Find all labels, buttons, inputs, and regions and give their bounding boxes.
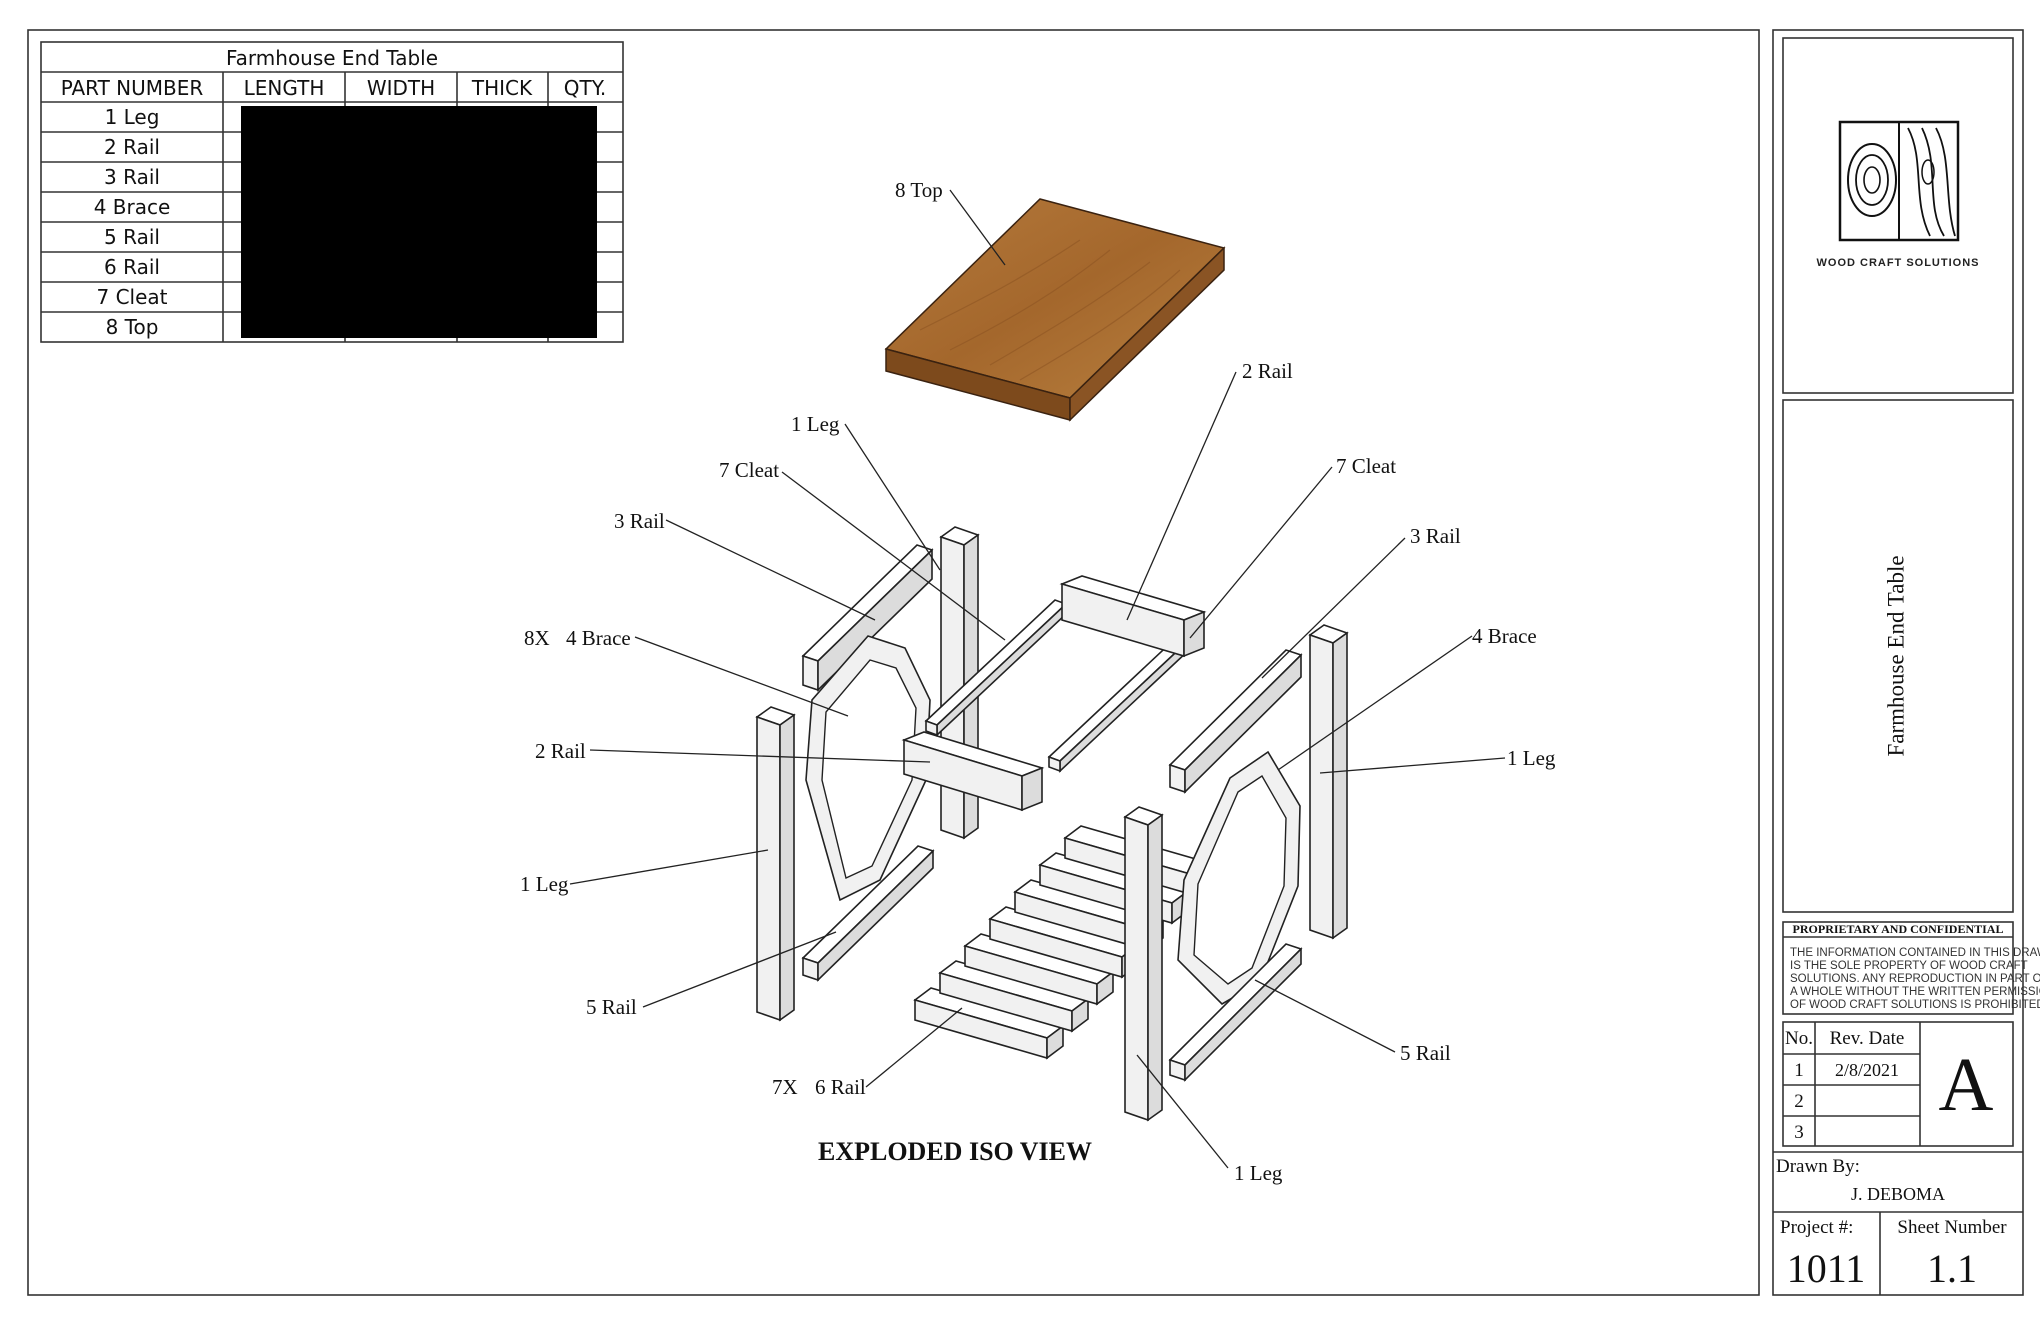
proprietary-line: THE INFORMATION CONTAINED IN THIS DRAWIN… (1790, 947, 2040, 959)
sheet-number: 1.1 (1927, 1246, 1977, 1291)
callout-1-leg-right: 1 Leg (1507, 746, 1556, 770)
proprietary-heading: PROPRIETARY AND CONFIDENTIAL (1793, 922, 2004, 936)
rail6-slat (938, 960, 1090, 1033)
bom-header: LENGTH (244, 76, 325, 100)
callout-brace-qty: 8X (524, 626, 550, 650)
part-top-panel (884, 198, 1226, 422)
bom-row-label: 1 Leg (105, 105, 160, 129)
bom-row-label: 8 Top (106, 315, 159, 339)
part-rail5-right (1168, 943, 1303, 1082)
part-cleat-right (1047, 635, 1191, 773)
part-rail2-back (1059, 575, 1207, 658)
drawing-size: A (1939, 1043, 1994, 1127)
callout-labels: 8 Top 2 Rail 1 Leg 7 Cleat 7 Cleat 3 Rai… (520, 178, 1556, 1185)
bom-header: PART NUMBER (61, 76, 204, 100)
callout-7-cleat-left: 7 Cleat (719, 458, 779, 482)
project-number: 1011 (1787, 1246, 1866, 1291)
bom-table: Farmhouse End Table PART NUMBER LENGTH WID… (40, 41, 624, 343)
rev-date-label: Rev. Date (1830, 1028, 1905, 1049)
part-rail2-left (901, 731, 1045, 812)
proprietary-line: IS THE SOLE PROPERTY OF WOOD CRAFT (1790, 960, 2028, 972)
callout-3-rail-right: 3 Rail (1410, 524, 1461, 548)
callout-1-leg-upper: 1 Leg (791, 412, 840, 436)
bom-row-label: 6 Rail (104, 255, 160, 279)
callout-5-rail-right: 5 Rail (1400, 1041, 1451, 1065)
part-rail5-left (801, 845, 935, 982)
rev-number: 3 (1794, 1122, 1804, 1143)
rev-no-label: No. (1785, 1028, 1813, 1049)
callout-1-leg-left: 1 Leg (520, 872, 569, 896)
part-rail6-slats (913, 825, 1215, 1060)
drawn-by-label: Drawn By: (1776, 1156, 1860, 1177)
title-block: WOOD CRAFT SOLUTIONS Farmhouse End Table… (1772, 29, 2040, 1296)
callout-5-rail-left: 5 Rail (586, 995, 637, 1019)
bom-header: QTY. (564, 76, 606, 100)
proprietary-line: OF WOOD CRAFT SOLUTIONS IS PROHIBITED. (1790, 999, 2040, 1011)
sheet-label: Sheet Number (1897, 1217, 2007, 1238)
part-leg-right-front (1123, 806, 1164, 1122)
part-rail3-right (1168, 649, 1303, 794)
callout-3-rail-left: 3 Rail (614, 509, 665, 533)
bom-header: THICK (471, 76, 533, 100)
bom-row-label: 2 Rail (104, 135, 160, 159)
redaction-block (241, 106, 597, 338)
callout-2-rail-left: 2 Rail (535, 739, 586, 763)
bom-title: Farmhouse End Table (226, 46, 438, 70)
callout-6-rail: 6 Rail (815, 1075, 866, 1099)
callout-rail6-qty: 7X (772, 1075, 798, 1099)
callout-8-top: 8 Top (895, 178, 943, 202)
bom-row-label: 3 Rail (104, 165, 160, 189)
rev-date: 2/8/2021 (1835, 1060, 1899, 1080)
company-name: WOOD CRAFT SOLUTIONS (1817, 257, 1980, 269)
part-leg-left-front (755, 706, 796, 1022)
proprietary-line: SOLUTIONS. ANY REPRODUCTION IN PART OR A… (1790, 973, 2040, 985)
drawing-title: Farmhouse End Table (1883, 555, 1908, 756)
drawing-border (27, 29, 1760, 1296)
bom-row-label: 5 Rail (104, 225, 160, 249)
exploded-iso-view (755, 198, 1349, 1122)
bom-row-label: 4 Brace (94, 195, 171, 219)
callout-4-brace-right: 4 Brace (1472, 624, 1537, 648)
bom-row-label: 7 Cleat (96, 285, 167, 309)
drawn-by-value: J. DEBOMA (1851, 1184, 1945, 1204)
callout-7-cleat-right: 7 Cleat (1336, 454, 1396, 478)
bom-header: WIDTH (367, 76, 435, 100)
project-label: Project #: (1780, 1217, 1853, 1238)
view-title: EXPLODED ISO VIEW (818, 1137, 1092, 1166)
rev-number: 1 (1794, 1060, 1804, 1081)
part-leg-right-back (1308, 624, 1349, 940)
callout-1-leg-bottom: 1 Leg (1234, 1161, 1283, 1185)
callout-4-brace-left: 4 Brace (566, 626, 631, 650)
callout-2-rail-right: 2 Rail (1242, 359, 1293, 383)
callout-leaders (569, 189, 1506, 1169)
rev-number: 2 (1794, 1091, 1804, 1112)
proprietary-line: A WHOLE WITHOUT THE WRITTEN PERMISSION (1790, 986, 2040, 998)
wood-slab-logo-icon (1838, 120, 1960, 242)
